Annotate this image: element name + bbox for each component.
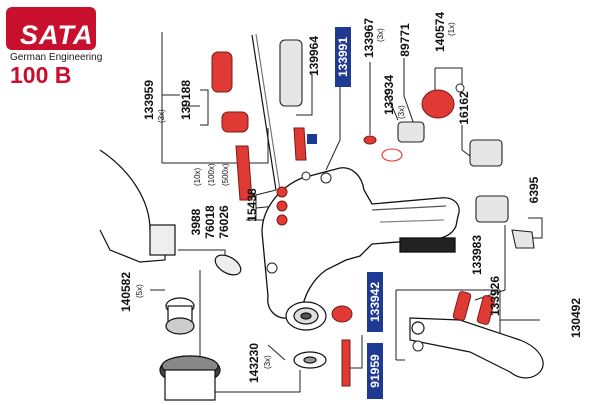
lower-parts: [159, 254, 327, 401]
part-number-16162: 16162: [457, 91, 471, 125]
model-name: 100 B: [10, 62, 72, 88]
part-number-91959: 91959: [368, 354, 382, 388]
part-number-133959: 133959: [142, 80, 156, 120]
part-number-133926: 133926: [488, 276, 502, 316]
part-number-133991: 133991: [336, 37, 350, 77]
part-qty-140582: (5x): [135, 284, 144, 298]
part-qty-76018: (100x): [207, 163, 216, 186]
paint-cup: [99, 149, 176, 263]
part-qty-133959: (3x): [157, 109, 166, 123]
part-number-133967: 133967: [362, 18, 376, 58]
part-number-133983: 133983: [470, 235, 484, 275]
part-number-76018: 76018: [203, 205, 217, 239]
part-qty-143230: (3x): [263, 355, 272, 369]
part-number-139188: 139188: [179, 80, 193, 120]
part-number-139964: 139964: [307, 36, 321, 76]
part-number-76026: 76026: [217, 205, 231, 239]
sata-logo: SATA: [6, 7, 96, 50]
part-number-3988: 3988: [189, 208, 203, 235]
part-number-140582: 140582: [119, 272, 133, 312]
fluid-needle: [251, 33, 281, 191]
trigger: [409, 317, 544, 379]
part-number-89771: 89771: [398, 23, 412, 57]
brand-tagline: German Engineering: [10, 52, 103, 63]
part-number-133942: 133942: [368, 282, 382, 322]
part-number-140574: 140574: [433, 12, 447, 52]
part-number-130492: 130492: [569, 298, 583, 338]
part-qty-133934: (3x): [397, 105, 406, 119]
part-qty-3988: (10x): [193, 167, 202, 186]
part-number-6395: 6395: [527, 176, 541, 203]
grey-parts: [279, 39, 535, 249]
part-qty-76026: (500x): [221, 163, 230, 186]
part-number-143230: 143230: [247, 343, 261, 383]
part-number-133934: 133934: [382, 75, 396, 115]
nozzle-assembly: [285, 301, 327, 331]
logo-text: SATA: [20, 20, 94, 50]
part-number-15438: 15438: [245, 188, 259, 222]
gun-body: [261, 167, 460, 319]
red-parts: [211, 51, 496, 387]
part-qty-140574: (1x): [447, 22, 456, 36]
highlight-marker: [307, 134, 317, 144]
part-qty-133967: (3x): [376, 28, 385, 42]
